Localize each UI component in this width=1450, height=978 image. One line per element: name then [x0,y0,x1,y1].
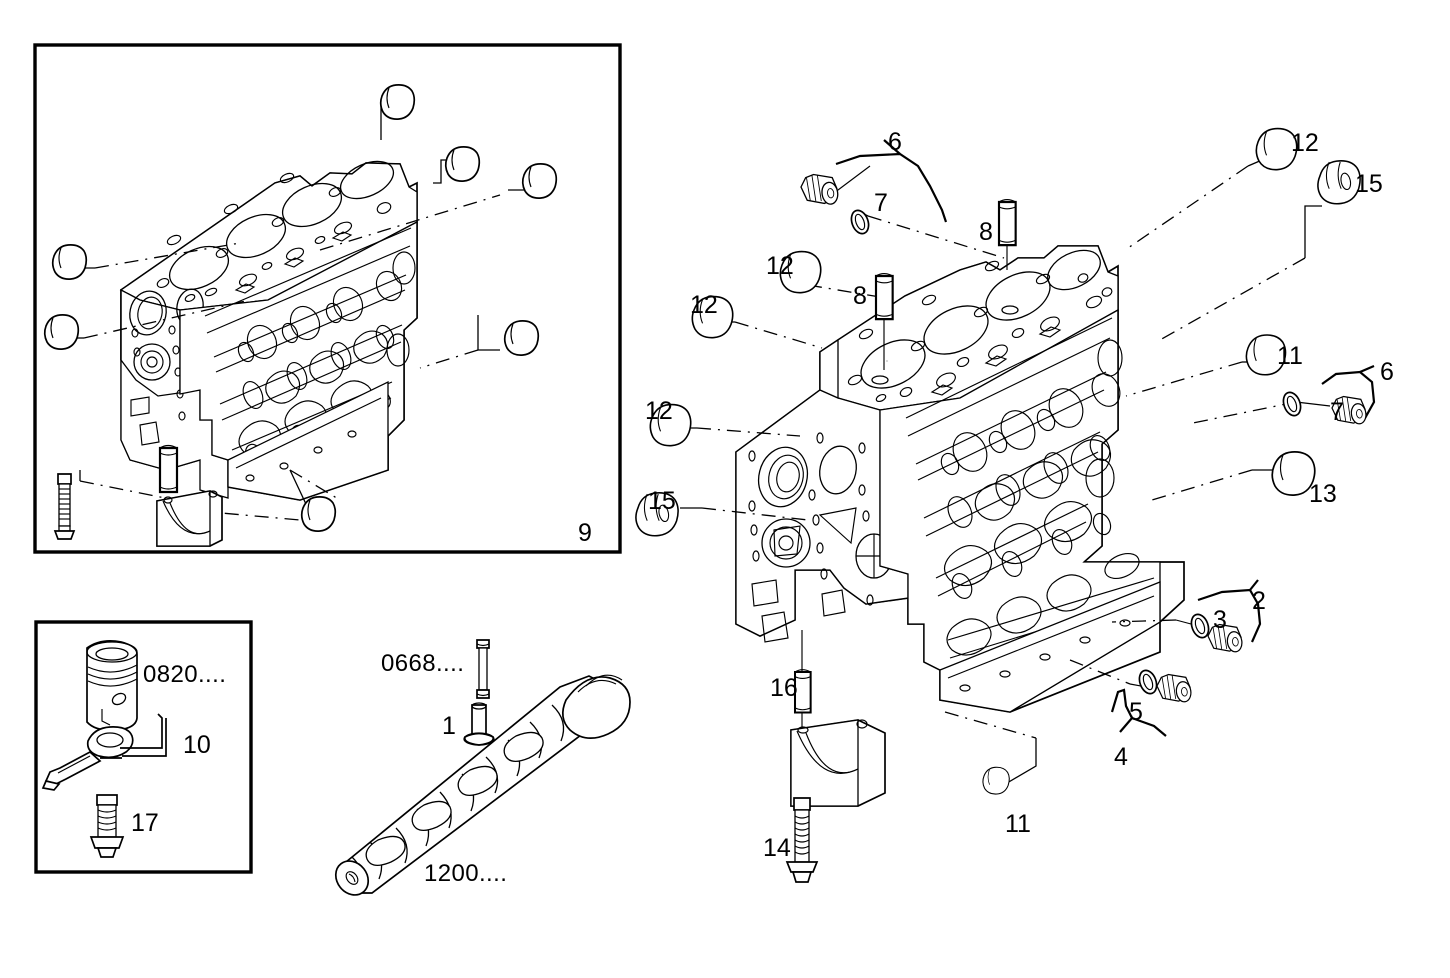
callout-11-a: 11 [1277,342,1303,370]
callout-7-top: 7 [874,189,888,217]
oil-spray-nozzle-drawing [41,713,167,791]
callout-12-d: 12 [645,397,673,425]
callout-3: 3 [1213,606,1227,634]
callout-12-c: 12 [690,291,718,319]
inset-frame-9 [33,43,622,554]
piston-assembly-drawing [86,640,138,732]
main-bearing-cap-left [156,490,223,547]
inset-frame-parts [34,620,253,874]
callout-0820: 0820.... [143,661,227,688]
callout-0668: 0668.... [381,650,465,677]
engine-block-main [735,245,1185,713]
callout-4: 4 [1114,743,1128,771]
callout-13: 13 [1309,480,1337,508]
callout-8-right: 8 [979,218,993,246]
callout-10: 10 [183,731,211,759]
callout-16: 16 [770,674,798,702]
main-bearing-bolt-right [785,797,819,883]
callout-6-top: 6 [888,128,902,156]
callout-14: 14 [763,834,791,862]
main-panel-leaders [676,139,1376,800]
callout-5: 5 [1129,698,1143,726]
callout-7-right: 7 [1330,398,1344,426]
figure-number-9: 9 [578,519,592,547]
callout-8-left: 8 [853,282,867,310]
engine-block-left [119,160,418,501]
callout-1: 1 [442,712,456,740]
camshaft-drawing [334,674,631,896]
main-bearing-bolt-left [53,473,76,540]
callout-17: 17 [131,809,159,837]
callout-6-right: 6 [1380,358,1394,386]
tappet-drawing [463,702,495,746]
main-bearing-cap-right [790,719,886,807]
callout-2: 2 [1252,587,1266,615]
callout-15-a: 15 [1355,170,1383,198]
callout-15-b: 15 [648,487,676,515]
callout-11-b: 11 [1005,810,1031,838]
callout-12-a: 12 [1291,129,1319,157]
pushrod-drawing [476,639,490,699]
callout-12-b: 12 [766,252,794,280]
nozzle-screw-drawing [89,794,125,858]
callout-1200: 1200.... [424,860,508,887]
